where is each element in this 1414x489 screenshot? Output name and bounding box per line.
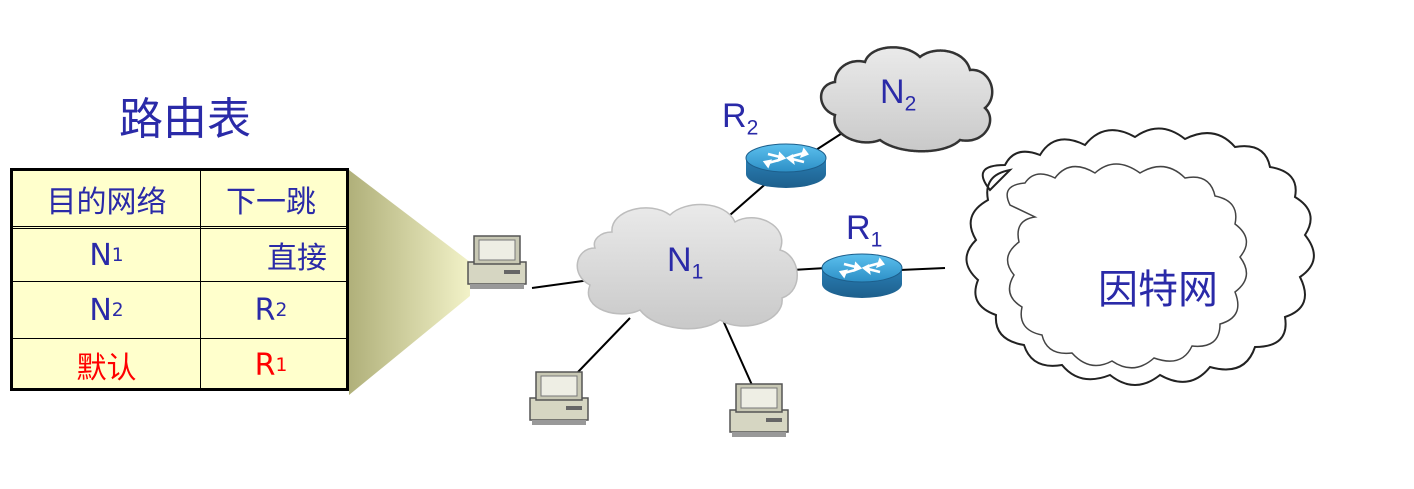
link-n1-pc3	[721, 317, 753, 386]
internet-cloud	[965, 127, 1315, 386]
n2-cloud	[819, 46, 994, 153]
routing-table-title: 路由表	[119, 94, 251, 145]
row-destination: 默认	[76, 351, 137, 386]
router-r1	[820, 252, 904, 300]
n1-cloud	[576, 203, 798, 330]
column-divider	[200, 171, 201, 388]
r1-label: R1	[846, 209, 883, 252]
n1-label: N1	[667, 241, 704, 284]
table-header-row: 目的网络 下一跳	[13, 171, 346, 229]
link-pc-n1	[531, 279, 591, 289]
router-r2	[744, 142, 828, 190]
row-next-hop: 直接	[267, 241, 327, 276]
link-n1-pc2	[577, 317, 631, 373]
header-next-hop: 下一跳	[226, 184, 316, 220]
n2-label: N2	[880, 73, 917, 116]
computer-host	[467, 235, 527, 290]
internet-label: 因特网	[1098, 267, 1218, 313]
table-callout-beam	[349, 170, 470, 395]
computer-3	[729, 383, 789, 438]
computer-2	[529, 371, 589, 426]
header-destination: 目的网络	[46, 184, 167, 220]
link-n1-r1	[791, 267, 827, 271]
link-r1-internet	[899, 267, 946, 271]
r2-label: R2	[722, 97, 759, 140]
link-n1-r2	[729, 179, 771, 216]
